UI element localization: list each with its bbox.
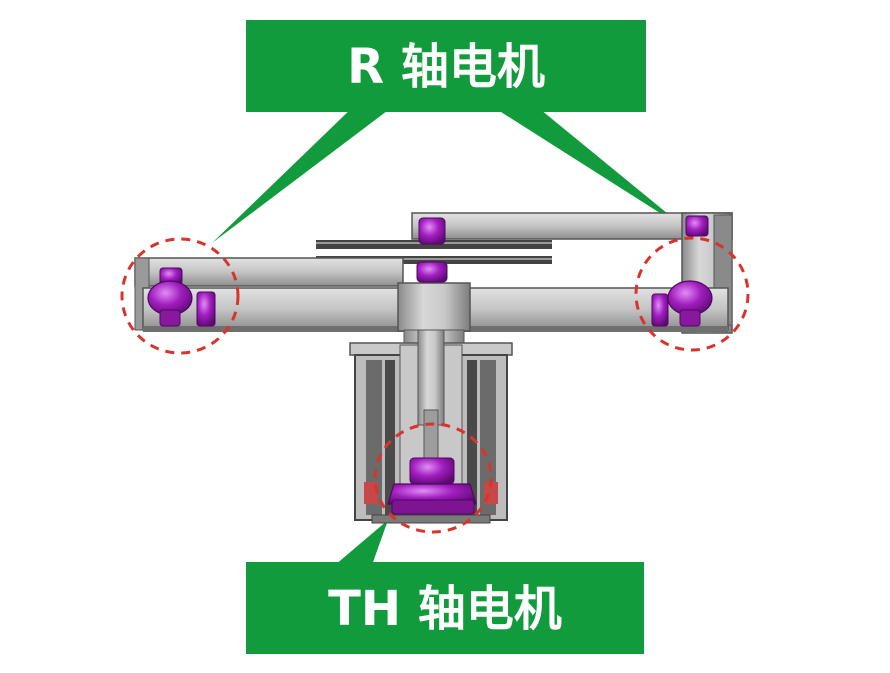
bottom-label-text: TH 轴电机: [328, 581, 562, 637]
bottom-label: TH 轴电机: [246, 562, 644, 654]
left-r-motor: [147, 267, 216, 327]
top-label: R 轴电机: [246, 20, 646, 112]
bottom-label-box: [246, 562, 644, 654]
th-motor-highlight: [373, 422, 493, 534]
th-motor: [387, 457, 477, 515]
highlight-circles: [120, 236, 750, 534]
top-label-text: R 轴电机: [347, 39, 545, 95]
right-r-motor-highlight: [634, 236, 750, 352]
pointer-to-th-motor: [335, 520, 388, 565]
left-r-motor-highlight: [120, 237, 240, 355]
right-r-motor: [651, 215, 713, 327]
pointer-to-left-r-motor: [212, 105, 395, 243]
top-label-pointers: [212, 105, 690, 243]
bottom-label-pointers: [335, 520, 388, 565]
hub-pulley-motors: [416, 217, 448, 283]
top-label-box: [246, 20, 646, 112]
pointer-to-right-r-motor: [490, 105, 690, 232]
